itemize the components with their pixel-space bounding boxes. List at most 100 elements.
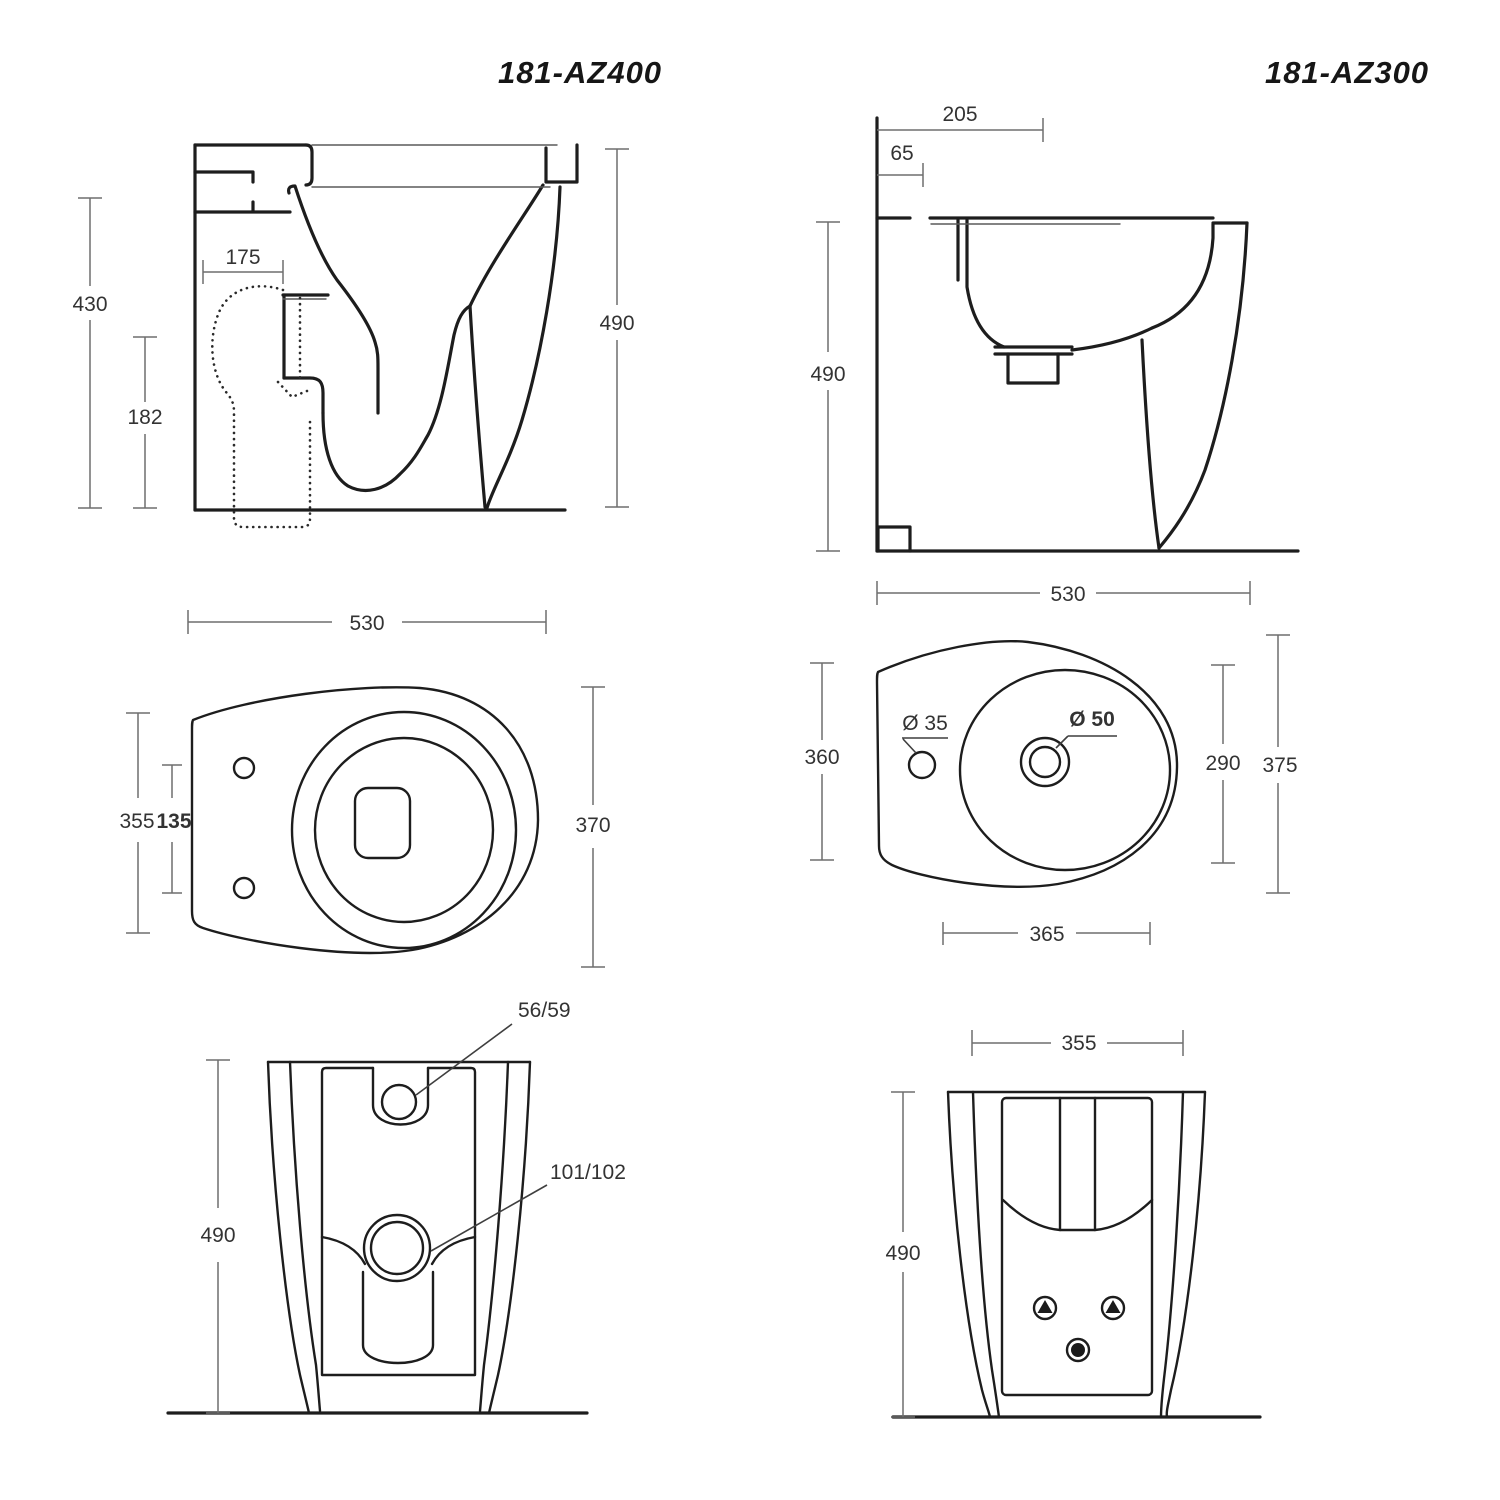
dim-bidet-tap-setout: 205: [942, 103, 977, 126]
dim-line-530: [187, 610, 547, 634]
hidden-pipe-outline: [211, 284, 312, 529]
dim-toilet-bowl-depth: 370: [575, 814, 610, 837]
dim-toilet-top-width: 530: [349, 612, 384, 635]
leader-tap-hole: [902, 737, 948, 754]
body-right-outer: [1165, 1090, 1207, 1419]
toilet-front-outline: [266, 1060, 532, 1415]
dim-line-370: [581, 686, 605, 968]
bidet-top-outline: [875, 640, 1179, 888]
wall-skirting: [876, 525, 912, 553]
drain-symbol: [1065, 1337, 1091, 1363]
bidet-front-outline: [946, 1090, 1207, 1419]
body-left-outer: [266, 1060, 311, 1415]
rim-section-line: [193, 170, 255, 184]
seat-hinge-bracket: [304, 143, 314, 187]
bidet-front-view: 355 490: [870, 1020, 1470, 1480]
bidet-top-dimension-lines: [810, 634, 1290, 945]
body-left-inner: [971, 1090, 1001, 1419]
dim-line-530: [876, 581, 1251, 605]
fixing-symbol-right: [1100, 1295, 1126, 1321]
seat-outline: [190, 686, 540, 955]
toilet-side-drawing: 430 182 175 490: [72, 143, 635, 529]
drain-body: [1006, 352, 1060, 385]
dim-toilet-seat-depth: 355: [119, 810, 154, 833]
dim-line-490: [206, 1059, 230, 1414]
body-right-outer: [487, 1060, 532, 1415]
bidet-front-fixing-symbols: [1032, 1295, 1126, 1363]
bidet-top-view: Ø 35 Ø 50 360 290 375 365: [790, 620, 1470, 1010]
seat-front-block: [544, 143, 579, 184]
dim-line-182: [133, 336, 157, 509]
dim-bidet-front-width: 355: [1061, 1032, 1096, 1055]
dim-line-355: [971, 1030, 1184, 1056]
dim-bidet-bowl-width: 365: [1029, 923, 1064, 946]
tap-hole: [907, 750, 937, 780]
dim-bidet-length: 530: [1050, 583, 1085, 606]
dim-line-290: [1211, 664, 1235, 864]
pedestal-outer-line: [485, 185, 562, 510]
bidet-side-view: 205 65 490 530: [790, 90, 1470, 650]
dim-bidet-front-height: 490: [885, 1242, 920, 1265]
bidet-side-dimension-lines: [816, 118, 1251, 605]
inlet-bottom: [282, 376, 325, 415]
dim-toilet-front-height: 490: [200, 1224, 235, 1247]
flush-outlet: [353, 786, 412, 860]
body-outline: [875, 640, 1179, 888]
label-tap-hole-dia: Ø 35: [902, 712, 948, 735]
bidet-model-title: 181-AZ300: [1264, 55, 1430, 90]
body-left-outer: [946, 1090, 992, 1419]
dim-line-365: [942, 922, 1151, 945]
toilet-side-dimension-lines: [78, 148, 629, 509]
toilet-front-dimension-lines: [206, 1059, 230, 1414]
dim-toilet-hinge-span: 135: [156, 810, 191, 833]
dim-line-360: [810, 662, 834, 861]
rim-section-line: [193, 200, 292, 214]
bowl-bottom-curve: [1070, 326, 1154, 352]
toilet-model-title: 181-AZ400: [497, 55, 663, 90]
toilet-side-thin-lines: [282, 144, 558, 300]
dim-toilet-trap-height: 182: [127, 406, 162, 429]
bowl-front-wall-b: [965, 218, 1006, 349]
lower-channel: [361, 1270, 435, 1365]
leader-top-outlet: [415, 1023, 513, 1096]
dim-bidet-top-depth: 360: [804, 746, 839, 769]
bidet-front-drawing: 355 490: [885, 1030, 1262, 1419]
bowl-back-wall: [287, 184, 380, 415]
mid-outlet-inner: [369, 1220, 425, 1276]
leader-drain: [1055, 735, 1117, 749]
bowl-back-inner: [1150, 222, 1215, 330]
dim-line-430: [78, 197, 102, 509]
back-panel: [1000, 1096, 1154, 1397]
hinge-hole-top: [232, 756, 256, 780]
body-left-inner: [288, 1060, 322, 1413]
toilet-top-outline: [190, 686, 540, 955]
trap-curve: [321, 304, 472, 492]
dim-bidet-side-height: 490: [810, 363, 845, 386]
toilet-top-drawing: 530 355 135 370: [119, 610, 611, 968]
bidet-front-dimension-lines: [891, 1030, 1184, 1418]
leader-mid-outlet: [430, 1184, 548, 1252]
bidet-top-leader-lines: [902, 735, 1117, 754]
bowl-inner-ring: [313, 736, 495, 924]
pedestal-inner-line: [1140, 338, 1161, 550]
dim-bidet-inner-depth: 290: [1205, 752, 1240, 775]
toilet-front-drawing: 56/59 101/102 490: [166, 999, 626, 1415]
pedestal-outer-line: [1157, 221, 1249, 550]
toilet-top-dimension-lines: [126, 610, 605, 968]
top-outlet-cutout: [371, 1066, 430, 1126]
dim-line-490: [891, 1091, 915, 1418]
label-mid-outlet: 101/102: [550, 1161, 626, 1184]
bidet-side-drawing: 205 65 490 530: [810, 103, 1300, 606]
label-drain-dia: Ø 50: [1069, 708, 1115, 731]
drain-inner: [1028, 745, 1062, 779]
toilet-front-view: 56/59 101/102 490: [60, 999, 680, 1470]
dim-line-65: [877, 163, 924, 187]
dim-line-375: [1266, 634, 1290, 894]
toilet-front-leader-lines: [415, 1023, 548, 1252]
bowl-front-wall: [468, 183, 545, 308]
dim-bidet-overall-depth: 375: [1262, 754, 1297, 777]
dim-bidet-wall-offset: 65: [890, 142, 913, 165]
dim-line-205: [877, 118, 1044, 142]
bidet-top-drawing: Ø 35 Ø 50 360 290 375 365: [804, 634, 1298, 946]
hinge-hole-bottom: [232, 876, 256, 900]
